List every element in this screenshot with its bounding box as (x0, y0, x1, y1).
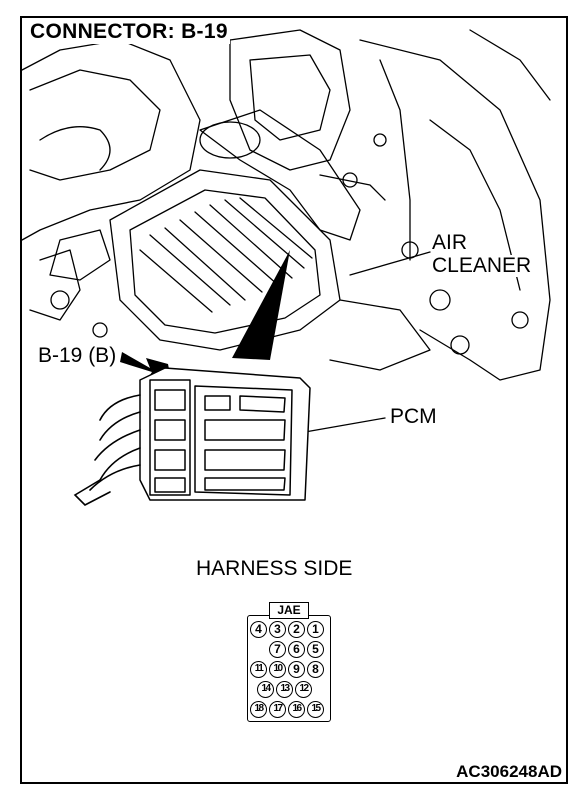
connector-pin: 8 (307, 661, 324, 678)
air-cleaner-box (109, 169, 341, 351)
figure-code: AC306248AD (456, 762, 562, 781)
air-cleaner-label-line1: AIR (432, 231, 468, 254)
connector-pin: 4 (250, 621, 267, 638)
connector-pin: 18 (250, 701, 267, 718)
pcm-label: PCM (390, 405, 437, 428)
pcm-location-wedge (232, 250, 290, 360)
connector-pin: 3 (269, 621, 286, 638)
connector-ref-label: B-19 (B) (38, 344, 117, 367)
page-title: CONNECTOR: B-19 (28, 20, 230, 44)
connector-pin: 12 (295, 681, 312, 698)
connector-pin: 5 (307, 641, 324, 658)
pcm-leader (304, 417, 386, 433)
connector-pin: 9 (288, 661, 305, 678)
connector-pin: 10 (269, 661, 286, 678)
connector-pin: 13 (276, 681, 293, 698)
connector-pin: 2 (288, 621, 305, 638)
air-cleaner-label-line2: CLEANER (432, 254, 532, 277)
intake-duct (199, 109, 361, 241)
engine-cover-outline (21, 39, 201, 241)
pcm-unit (139, 367, 311, 501)
wire-harness (73, 394, 141, 506)
connector-pin: 6 (288, 641, 305, 658)
connector-pin: 7 (269, 641, 286, 658)
connector-pin: 15 (307, 701, 324, 718)
harness-side-label: HARNESS SIDE (196, 557, 353, 580)
connector-pin: 14 (257, 681, 274, 698)
air-cleaner-leader (349, 251, 431, 276)
connector-pin: 1 (307, 621, 324, 638)
connector-pin: 16 (288, 701, 305, 718)
connector-pin: 17 (269, 701, 286, 718)
connector-brand: JAE (269, 602, 309, 619)
connector-pin: 11 (250, 661, 267, 678)
